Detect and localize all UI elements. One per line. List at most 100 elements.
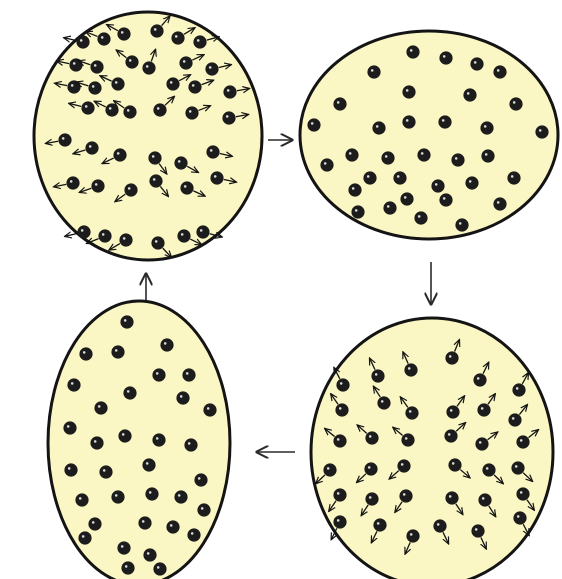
particle-highlight — [164, 342, 167, 345]
particle — [143, 548, 156, 561]
particle — [99, 465, 112, 478]
cell-bottom-left-outline — [48, 301, 230, 579]
particle — [444, 429, 457, 442]
particle-highlight — [68, 467, 71, 470]
particle-highlight — [442, 119, 445, 122]
particle-highlight — [327, 467, 330, 470]
particle — [364, 462, 377, 475]
particle — [142, 61, 155, 74]
particle — [406, 45, 419, 58]
particle — [478, 493, 491, 506]
particle — [397, 459, 410, 472]
particle — [406, 529, 419, 542]
particle-highlight — [127, 390, 130, 393]
particle-highlight — [103, 469, 106, 472]
particle — [333, 434, 346, 447]
particle-highlight — [146, 65, 149, 68]
particle — [431, 179, 444, 192]
particle-highlight — [81, 229, 84, 232]
particle-highlight — [387, 205, 390, 208]
particle — [222, 111, 235, 124]
particle — [512, 383, 525, 396]
particle — [400, 192, 413, 205]
particle-highlight — [209, 66, 212, 69]
particle — [91, 179, 104, 192]
particle-highlight — [406, 89, 409, 92]
particle — [85, 141, 98, 154]
particle — [177, 229, 190, 242]
particle — [117, 541, 130, 554]
particle — [345, 148, 358, 161]
particle-highlight — [98, 405, 101, 408]
particle — [113, 148, 126, 161]
particle — [121, 561, 134, 574]
particle-highlight — [183, 60, 186, 63]
particle — [188, 80, 201, 93]
particle-highlight — [184, 185, 187, 188]
particle — [455, 218, 468, 231]
particle — [151, 236, 164, 249]
particle-highlight — [437, 523, 440, 526]
particle-highlight — [70, 180, 73, 183]
particle — [210, 171, 223, 184]
particle-highlight — [421, 152, 424, 155]
particle — [439, 51, 452, 64]
particle-highlight — [369, 496, 372, 499]
particle — [348, 183, 361, 196]
particle — [124, 183, 137, 196]
particle-highlight — [339, 407, 342, 410]
particle-highlight — [485, 153, 488, 156]
particle — [75, 493, 88, 506]
particle — [445, 351, 458, 364]
particle — [58, 133, 71, 146]
cell-top-left — [34, 12, 262, 260]
particle — [184, 438, 197, 451]
particle — [120, 315, 133, 328]
particle-highlight — [170, 81, 173, 84]
particle-highlight — [207, 407, 210, 410]
particle-highlight — [337, 492, 340, 495]
particle — [438, 115, 451, 128]
particle-highlight — [123, 237, 126, 240]
particle — [445, 491, 458, 504]
particle — [493, 197, 506, 210]
particle — [471, 524, 484, 537]
particle — [90, 436, 103, 449]
particle — [88, 517, 101, 530]
particle — [451, 153, 464, 166]
particle — [383, 201, 396, 214]
particle-highlight — [121, 545, 124, 548]
particle — [174, 156, 187, 169]
particle-highlight — [539, 129, 542, 132]
particle — [194, 473, 207, 486]
particle — [66, 176, 79, 189]
particle — [508, 413, 521, 426]
particle-highlight — [443, 197, 446, 200]
particle-highlight — [516, 387, 519, 390]
particle-highlight — [376, 125, 379, 128]
particle — [473, 373, 486, 386]
particle — [516, 487, 529, 500]
particle-highlight — [405, 437, 408, 440]
particle-highlight — [226, 115, 229, 118]
particle — [509, 97, 522, 110]
particle — [166, 77, 179, 90]
particle-highlight — [352, 187, 355, 190]
particle — [307, 118, 320, 131]
particle — [482, 463, 495, 476]
particle — [111, 345, 124, 358]
particle — [174, 490, 187, 503]
particle-highlight — [117, 152, 120, 155]
particle-highlight — [450, 409, 453, 412]
particle — [76, 35, 89, 48]
particle — [171, 31, 184, 44]
particle-highlight — [73, 62, 76, 65]
particle-highlight — [156, 437, 159, 440]
particle-highlight — [418, 215, 421, 218]
particle — [335, 403, 348, 416]
particle — [475, 437, 488, 450]
particle-highlight — [452, 462, 455, 465]
particle — [373, 518, 386, 531]
particle-highlight — [227, 89, 230, 92]
